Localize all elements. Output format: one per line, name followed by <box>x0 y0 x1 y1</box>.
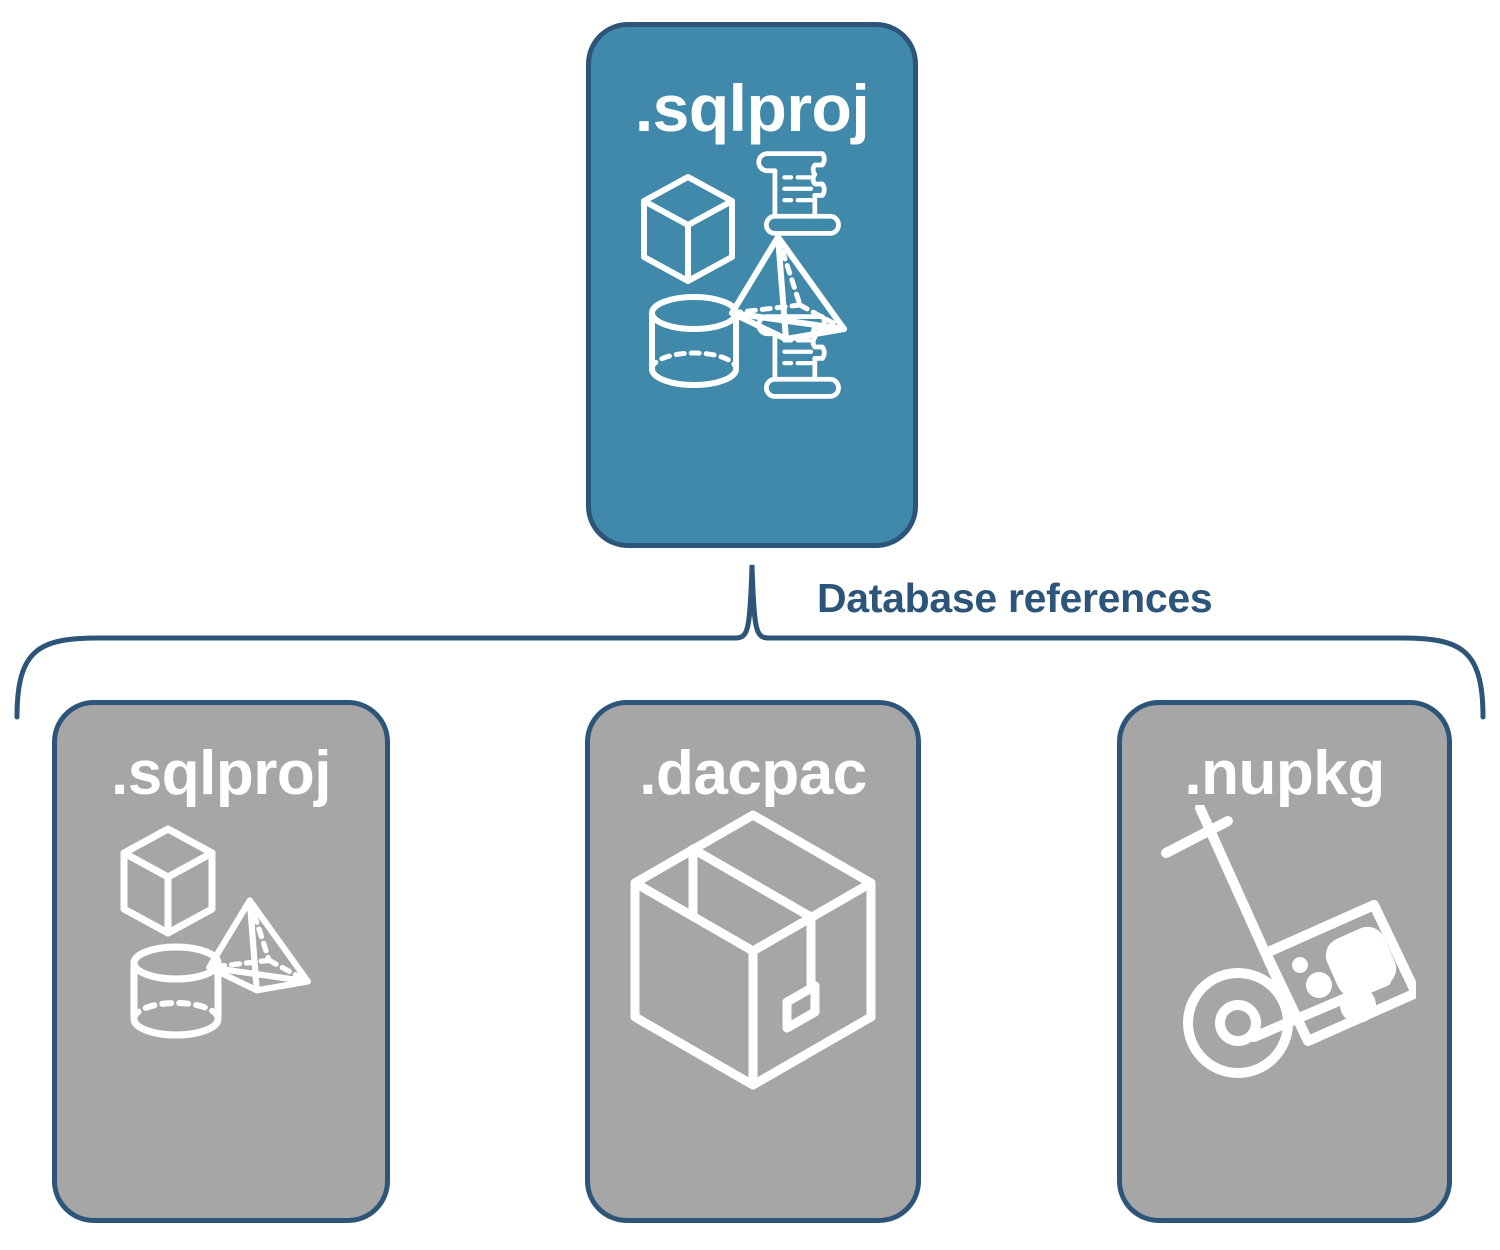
card-title-sqlproj-reference: .sqlproj <box>111 739 331 808</box>
cube-icon <box>641 174 735 284</box>
pyramid-icon <box>729 234 847 342</box>
script-scroll-icon <box>756 151 841 236</box>
card-sqlproj-reference[interactable]: .sqlproj <box>52 700 390 1223</box>
icon-group-package <box>590 805 916 1218</box>
icon-group-database-objects <box>57 805 385 1218</box>
cube-icon <box>120 825 216 937</box>
card-sqlproj-primary[interactable]: .sqlproj <box>586 22 918 548</box>
card-title-nupkg: .nupkg <box>1184 739 1385 808</box>
card-title-dacpac: .dacpac <box>639 739 867 808</box>
icon-group-database-objects <box>591 141 913 543</box>
card-dacpac-reference[interactable]: .dacpac <box>585 700 921 1223</box>
card-nupkg-reference[interactable]: .nupkg <box>1117 700 1452 1223</box>
package-box-icon <box>630 810 876 1090</box>
icon-group-hand-truck <box>1122 805 1447 1218</box>
nuget-package-icon <box>1260 900 1416 1046</box>
hand-truck-icon <box>1160 805 1416 1078</box>
cylinder-icon <box>130 943 222 1039</box>
database-objects-illustration <box>120 825 311 1039</box>
bracket-label-database-references: Database references <box>817 575 1213 621</box>
cylinder-icon <box>649 294 739 388</box>
card-title-sqlproj-primary: .sqlproj <box>634 71 870 145</box>
database-objects-illustration <box>641 151 847 399</box>
pyramid-icon <box>206 897 311 994</box>
script-scroll-icon <box>756 314 841 399</box>
